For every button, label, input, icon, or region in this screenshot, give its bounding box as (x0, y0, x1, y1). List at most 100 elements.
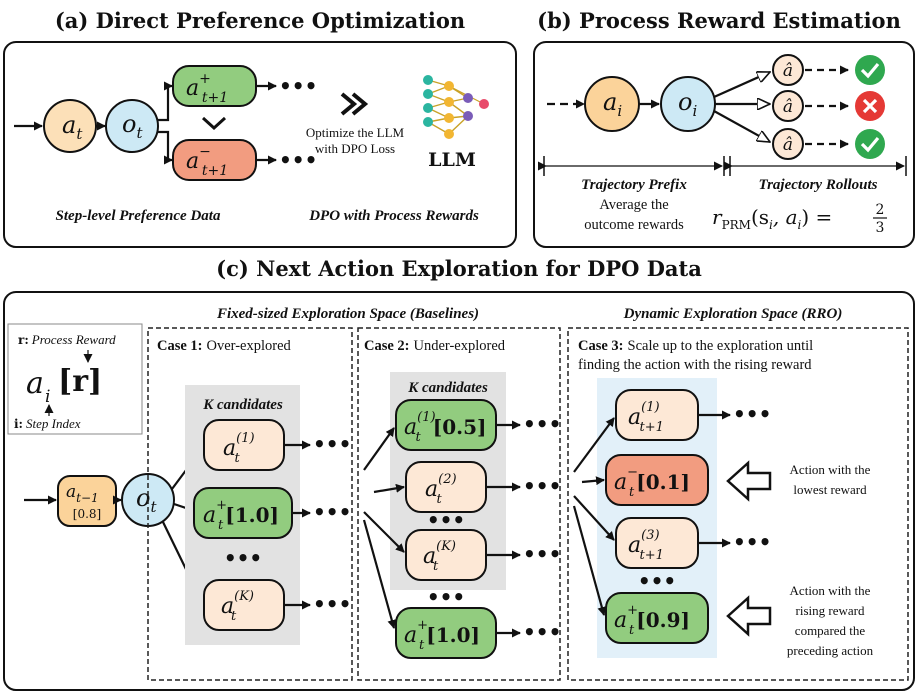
svg-text:rPRM(si, ai) =: rPRM(si, ai) = (712, 205, 832, 232)
rising-line4: preceding action (787, 643, 874, 658)
svg-text:a(1)t+1: a(1)t+1 (628, 400, 664, 435)
node-a-neg: a−t+1 (172, 139, 257, 181)
case2-k-label: K candidates (407, 380, 488, 396)
svg-text:a: a (26, 366, 44, 401)
svg-text:ot: ot (136, 484, 157, 516)
svg-text:•••: ••• (523, 542, 561, 566)
svg-text:•••: ••• (523, 620, 561, 644)
lowest-line1: Action with the (790, 462, 871, 477)
panel-b: (b) Process Reward Estimation ai oi â â (533, 8, 915, 248)
preference-chevron (201, 116, 227, 131)
svg-text:a(3)t+1: a(3)t+1 (628, 528, 664, 563)
svg-text:a+t[1.0]: a+t[1.0] (203, 498, 279, 533)
notation-legend: r:Process Reward a i [r] i:Step Index (7, 323, 143, 435)
rollout-1: â (772, 54, 885, 86)
case2-node-2: a(2)t (405, 461, 487, 513)
panel-c: (c) Next Action Exploration for DPO Data… (3, 256, 915, 691)
optimize-line1: Optimize the LLM (306, 125, 405, 140)
trajectory-rollouts-label: Trajectory Rollouts (758, 177, 877, 193)
node-a-t-minus-1: at−1 [0.8] (57, 475, 117, 527)
svg-text:a+t[0.9]: a+t[0.9] (614, 603, 690, 638)
case2-frame (357, 327, 561, 681)
case1-node-k: a(K)t (203, 579, 285, 631)
svg-text:•••: ••• (313, 592, 351, 616)
llm-label: LLM (428, 149, 476, 171)
trajectory-prefix-label: Trajectory Prefix (581, 177, 687, 193)
case2-node-k: a(K)t (405, 529, 487, 581)
svg-text:a+t+1: a+t+1 (186, 71, 228, 106)
case2-node-best: a+t[1.0] (395, 607, 497, 659)
case3-frame (567, 327, 909, 681)
case3-node-1: a(1)t+1 (615, 389, 699, 441)
svg-text:ai: ai (603, 88, 622, 120)
check-icon (855, 55, 885, 85)
caption-dpo-rewards: DPO with Process Rewards (308, 208, 479, 224)
average-line1: Average the (599, 197, 668, 213)
node-a-t: at (43, 99, 97, 153)
ellipsis-neg: ••• (279, 148, 317, 172)
svg-text:at−1: at−1 (66, 482, 99, 505)
svg-text:oi: oi (678, 88, 697, 120)
svg-text:•••: ••• (427, 508, 465, 532)
case1-frame (147, 327, 353, 681)
rising-line3: compared the (795, 623, 866, 638)
svg-text:•••: ••• (313, 432, 351, 456)
node-o-t: ot (105, 99, 159, 153)
svg-text:â: â (783, 97, 793, 117)
rising-line1: Action with the (790, 583, 871, 598)
neural-network-icon (423, 75, 489, 139)
svg-text:i:Step Index: i:Step Index (14, 416, 81, 431)
optimize-line2: with DPO Loss (315, 141, 395, 156)
svg-text:2: 2 (876, 202, 885, 218)
panel-c-frame (3, 291, 915, 691)
svg-text:[r]: [r] (58, 364, 102, 399)
case3-desc-line2: finding the action with the rising rewar… (578, 357, 812, 373)
svg-text:a(K)t: a(K)t (423, 539, 456, 574)
svg-text:a−t+1: a−t+1 (186, 144, 228, 179)
panel-a: (a) Direct Preference Optimization at ot… (3, 8, 517, 248)
svg-text:a−t[0.1]: a−t[0.1] (614, 465, 690, 500)
case3-node-worst: a−t[0.1] (605, 454, 709, 506)
svg-text:•••: ••• (523, 474, 561, 498)
svg-text:a+t[1.0]: a+t[1.0] (404, 618, 480, 653)
panel-b-frame (533, 41, 915, 248)
svg-text:a(1)t[0.5]: a(1)t[0.5] (404, 410, 487, 445)
case1-k-label: K candidates (202, 397, 283, 413)
svg-text:at: at (62, 111, 83, 143)
double-chevron-icon (340, 92, 369, 116)
svg-text:Case 3:Scale up to the explora: Case 3:Scale up to the exploration until (578, 338, 813, 354)
panel-c-title: (c) Next Action Exploration for DPO Data (216, 256, 702, 281)
case1-node-1: a(1)t (203, 419, 285, 471)
case3-node-3: a(3)t+1 (615, 517, 699, 569)
fixed-space-header: Fixed-sized Exploration Space (Baselines… (216, 306, 479, 322)
svg-text:•••: ••• (313, 500, 351, 524)
panel-a-title: (a) Direct Preference Optimization (55, 8, 465, 33)
case1-node-best: a+t[1.0] (193, 487, 293, 539)
svg-text:a(K)t: a(K)t (221, 589, 254, 624)
svg-text:â: â (783, 61, 793, 81)
rollout-3: â (772, 128, 885, 160)
node-a-i: ai (584, 76, 640, 132)
svg-text:•••: ••• (427, 585, 465, 609)
svg-text:â: â (783, 135, 793, 155)
svg-text:a(1)t: a(1)t (223, 431, 255, 466)
case3-node-rising: a+t[0.9] (605, 592, 709, 644)
panel-a-frame (3, 41, 517, 248)
check-icon (855, 129, 885, 159)
panel-b-title: (b) Process Reward Estimation (537, 8, 901, 33)
prm-formula: rPRM(si, ai) = 2 3 (712, 202, 887, 236)
svg-text:ot: ot (122, 110, 143, 142)
span-markers (538, 156, 907, 176)
node-o-i: oi (660, 76, 716, 132)
svg-text:Case 2:Under-explored: Case 2:Under-explored (364, 338, 506, 354)
average-line2: outcome rewards (584, 217, 684, 233)
lowest-line2: lowest reward (793, 482, 867, 497)
svg-text:Case 1:Over-explored: Case 1:Over-explored (157, 338, 292, 354)
svg-text:•••: ••• (638, 569, 676, 593)
svg-text:•••: ••• (224, 546, 262, 570)
svg-text:3: 3 (876, 220, 885, 236)
svg-text:i: i (45, 387, 50, 407)
ellipsis-pos: ••• (279, 74, 317, 98)
svg-text:[0.8]: [0.8] (73, 507, 101, 521)
